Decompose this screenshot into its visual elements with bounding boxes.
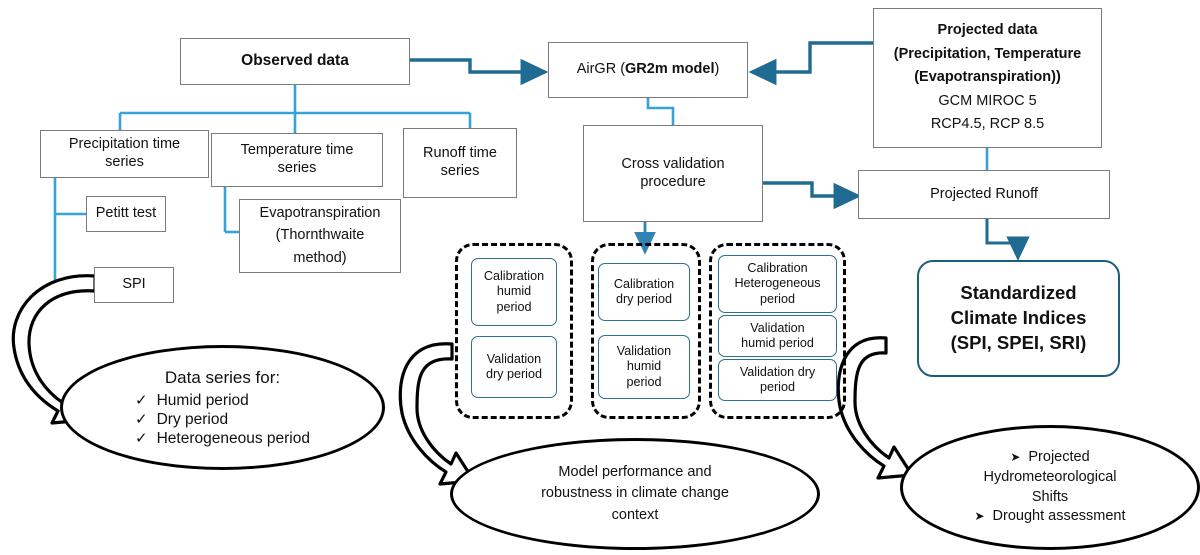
dry-validation-line1: Validation <box>616 343 672 358</box>
list-item: ✓ Heterogeneous period <box>135 429 310 448</box>
projected-data-rcp: RCP4.5, RCP 8.5 <box>930 116 1045 133</box>
precipitation-series-line2: series <box>105 154 144 170</box>
group-dry-item-validation[interactable]: Validation humid period <box>598 335 690 399</box>
node-observed-data[interactable]: Observed data <box>180 38 410 85</box>
indices-line3: (SPI, SPEI, SRI) <box>950 331 1087 353</box>
indices-line1: Standardized <box>960 282 1077 304</box>
het-calibration-line2: Heterogeneous <box>734 276 821 291</box>
het-validation-dry-line2: period <box>759 380 795 394</box>
observed-data-label: Observed data <box>241 52 349 70</box>
projected-runoff-label: Projected Runoff <box>930 185 1038 202</box>
het-validation-dry-line1: Validation dry <box>739 364 816 379</box>
dry-validation-line3: period <box>626 374 662 389</box>
het-calibration-line1: Calibration <box>747 260 808 275</box>
group-heterogeneous-item-validation-dry[interactable]: Validation dry period <box>718 359 837 401</box>
indices-to-shifts-block-arrow <box>836 336 914 480</box>
ellipse-projected-shifts[interactable]: ➤ Projected Hydrometeorological Shifts ➤… <box>900 425 1200 550</box>
group-humid-dashed-container <box>455 243 573 419</box>
projected-data-title: Projected data <box>937 21 1038 38</box>
observed-data-fanout-connectors <box>118 85 472 133</box>
node-runoff-time-series[interactable]: Runoff time series <box>403 128 517 198</box>
airgr-to-crossvalidation-connector <box>646 98 675 125</box>
data-series-list: ✓ Humid period ✓ Dry period ✓ Heterogene… <box>135 391 310 448</box>
projectedrunoff-to-indices-arrow <box>985 219 1030 262</box>
dry-validation-line2: humid <box>626 359 662 374</box>
petitt-test-label: Petitt test <box>95 205 157 222</box>
group-humid-item-validation[interactable]: Validation dry period <box>471 336 557 398</box>
list-item: ➤ Projected <box>974 448 1125 468</box>
dry-calibration-line1: Calibration <box>613 276 675 291</box>
runoff-series-line2: series <box>440 163 480 179</box>
airgr-suffix: ) <box>714 61 720 78</box>
temperature-subtree-connectors <box>223 187 240 234</box>
crossvalidation-to-projectedrunoff-arrow <box>763 181 862 210</box>
humid-calibration-line2: humid <box>496 284 532 299</box>
data-series-item-3: Heterogeneous period <box>156 429 310 447</box>
het-validation-humid-line2: humid period <box>741 336 814 350</box>
ellipse-model-performance[interactable]: Model performance and robustness in clim… <box>450 438 820 550</box>
list-item: ➤ Drought assessment <box>974 507 1125 527</box>
humid-validation-line1: Validation <box>486 351 542 366</box>
projected-shifts-item1-line1: Projected <box>1028 449 1090 466</box>
group-dry-item-calibration[interactable]: Calibration dry period <box>598 263 690 321</box>
humid-calibration-line1: Calibration <box>483 268 545 283</box>
projected-to-airgr-arrow <box>748 41 873 86</box>
runoff-series-line1: Runoff time <box>423 145 497 162</box>
list-item: ✓ Dry period <box>135 410 310 429</box>
cross-validation-line1: Cross validation <box>621 155 725 172</box>
temperature-series-line1: Temperature time <box>240 142 354 159</box>
model-performance-line3: context <box>611 506 659 523</box>
projected-shifts-item1-line2: Hydrometeorological <box>983 468 1117 485</box>
evapotranspiration-line1: Evapotranspiration <box>259 204 381 221</box>
data-series-heading: Data series for: <box>164 367 281 387</box>
data-series-item-1: Humid period <box>156 391 249 409</box>
node-projected-runoff[interactable]: Projected Runoff <box>858 170 1110 219</box>
list-item: ✓ Humid period <box>135 391 310 410</box>
humid-calibration-line3: period <box>496 299 532 314</box>
humid-validation-line2: dry period <box>485 367 542 381</box>
node-standardized-climate-indices[interactable]: Standardized Climate Indices (SPI, SPEI,… <box>917 260 1120 377</box>
group-dry-dashed-container <box>591 243 701 419</box>
airgr-prefix: AirGR ( <box>576 61 626 78</box>
check-icon: ✓ <box>135 410 148 428</box>
airgr-label: AirGR (GR2m model) <box>577 61 720 79</box>
evapotranspiration-line3: method) <box>293 249 347 266</box>
projected-data-vars-line1: (Precipitation, Temperature <box>893 45 1082 62</box>
group-humid-item-calibration[interactable]: Calibration humid period <box>471 258 557 326</box>
node-airgr-gr2m[interactable]: AirGR (GR2m model) <box>548 42 748 98</box>
model-performance-line1: Model performance and <box>558 464 712 481</box>
spi-label: SPI <box>122 276 146 293</box>
evapotranspiration-line2: (Thornthwaite <box>275 227 365 244</box>
node-petitt-test[interactable]: Petitt test <box>86 196 166 232</box>
group-heterogeneous-item-calibration[interactable]: Calibration Heterogeneous period <box>718 255 837 313</box>
airgr-model-bold: GR2m model <box>625 61 715 78</box>
temperature-series-line2: series <box>277 160 317 176</box>
node-cross-validation[interactable]: Cross validation procedure <box>583 125 763 222</box>
node-precipitation-time-series[interactable]: Precipitation time series <box>40 130 209 178</box>
data-series-item-2: Dry period <box>156 410 229 428</box>
observed-to-airgr-arrow <box>410 58 549 86</box>
check-icon: ✓ <box>135 391 148 409</box>
het-calibration-line3: period <box>759 291 795 306</box>
check-icon: ✓ <box>135 429 148 447</box>
group-heterogeneous-item-validation-humid[interactable]: Validation humid period <box>718 315 837 357</box>
node-projected-data[interactable]: Projected data (Precipitation, Temperatu… <box>873 8 1102 148</box>
ellipse-data-series[interactable]: Data series for: ✓ Humid period ✓ Dry pe… <box>60 345 385 470</box>
model-performance-line2: robustness in climate change <box>541 485 729 502</box>
precipitation-series-line1: Precipitation time <box>68 136 181 153</box>
projected-shifts-item2: Drought assessment <box>992 508 1126 525</box>
cross-validation-line2: procedure <box>640 173 706 190</box>
projected-data-gcm: GCM MIROC 5 <box>938 92 1037 109</box>
het-validation-humid-line1: Validation <box>750 320 805 335</box>
node-temperature-time-series[interactable]: Temperature time series <box>211 133 383 187</box>
projected-data-vars-line2: (Evapotranspiration)) <box>914 69 1061 86</box>
indices-line2: Climate Indices <box>950 307 1087 329</box>
arrow-bullet-icon: ➤ <box>1010 450 1021 465</box>
node-spi[interactable]: SPI <box>94 267 174 303</box>
projected-shifts-item1-line3: Shifts <box>1031 488 1069 505</box>
group-heterogeneous-dashed-container <box>709 243 846 419</box>
arrow-bullet-icon: ➤ <box>974 509 985 524</box>
dry-calibration-line2: dry period <box>615 292 672 306</box>
node-evapotranspiration[interactable]: Evapotranspiration (Thornthwaite method) <box>239 199 401 273</box>
